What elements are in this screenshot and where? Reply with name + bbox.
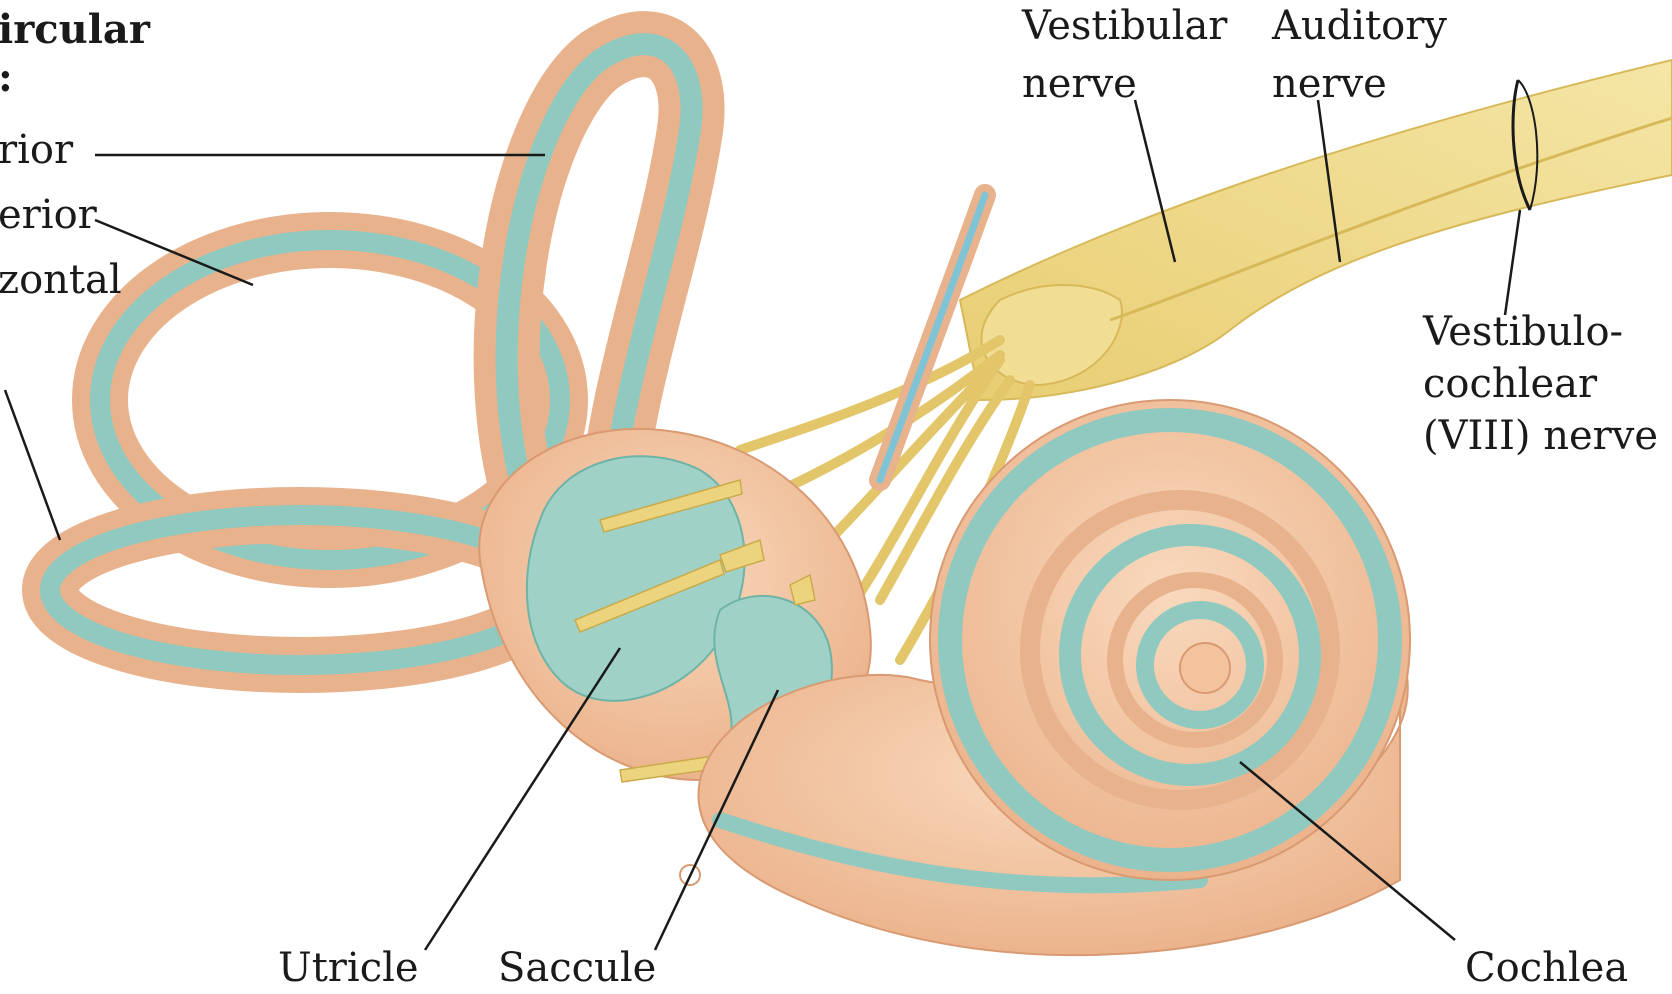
- label-vestibular-nerve-line2: nerve: [1022, 62, 1137, 106]
- label-posterior: erior: [0, 193, 97, 237]
- label-auditory-nerve-line2: nerve: [1272, 62, 1387, 106]
- canals-heading: ircular: [0, 8, 150, 52]
- canals-heading-colon: :: [0, 56, 13, 100]
- label-saccule: Saccule: [498, 946, 656, 990]
- leader-horizontal: [5, 390, 60, 540]
- label-utricle: Utricle: [278, 946, 419, 990]
- label-anterior: rior: [0, 128, 73, 172]
- leader-viii-nerve: [1505, 210, 1520, 315]
- label-cochlea: Cochlea: [1465, 946, 1628, 990]
- label-horizontal: zontal: [0, 258, 122, 302]
- label-viii-nerve-line3: (VIII) nerve: [1423, 414, 1658, 458]
- label-viii-nerve-line2: cochlear: [1423, 362, 1597, 406]
- label-auditory-nerve-line1: Auditory: [1272, 4, 1447, 48]
- label-viii-nerve-line1: Vestibulo-: [1423, 310, 1623, 354]
- label-vestibular-nerve-line1: Vestibular: [1022, 4, 1227, 48]
- leader-utricle: [425, 648, 620, 950]
